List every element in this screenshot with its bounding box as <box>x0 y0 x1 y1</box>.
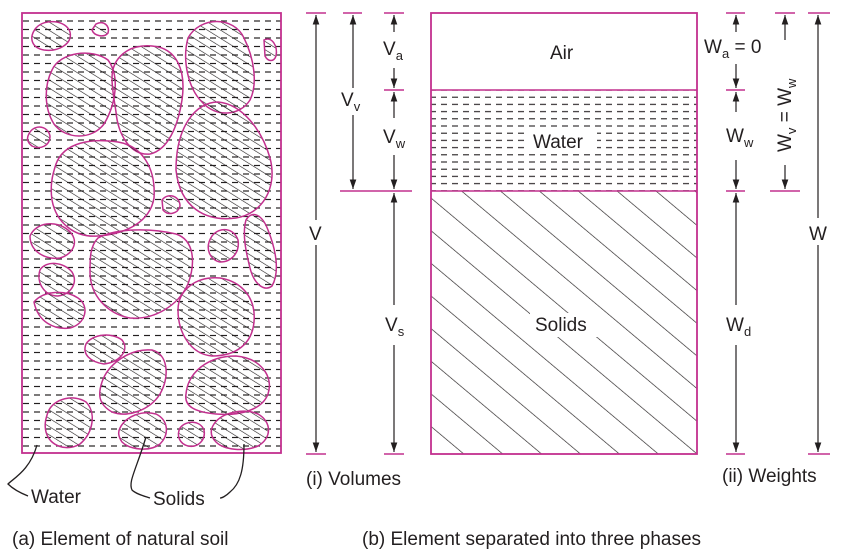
solids-pointer-line-2 <box>219 443 245 499</box>
weight-labels: Wa = 0 Ww Wd Wv = Ww W (ii) Weights <box>704 37 827 487</box>
vs-label: Vs <box>385 315 405 339</box>
soil-element-border <box>21 12 282 454</box>
soil-grain <box>98 349 167 415</box>
soil-grain <box>91 21 110 37</box>
phase-block-border <box>430 12 698 455</box>
soil-grain <box>89 229 194 319</box>
soil-grain <box>263 38 278 62</box>
soil-grain <box>111 45 184 155</box>
soil-grain <box>175 101 273 220</box>
wd-label: Wd <box>726 315 751 339</box>
soil-grain <box>207 228 240 263</box>
water-phase-label: Water <box>533 132 584 153</box>
water-label: Water <box>31 487 82 508</box>
solids-phase-label: Solids <box>535 315 587 336</box>
soil-grain <box>38 262 76 297</box>
soil-grain <box>177 277 255 357</box>
vv-label: Vv <box>341 90 361 114</box>
three-phase-element: Air Water Solids <box>430 12 698 455</box>
soil-grain <box>185 355 271 416</box>
volume-dimensions <box>306 12 412 455</box>
volume-labels: V Vv Va Vw Vs (i) Volumes <box>306 39 406 490</box>
soil-grain <box>161 195 181 215</box>
weights-caption: (ii) Weights <box>722 466 817 487</box>
wv-label: Wv = Ww <box>775 78 799 152</box>
ww-label: Ww <box>726 126 754 150</box>
soil-grain <box>26 126 51 149</box>
soil-grain <box>45 52 116 137</box>
soil-grain <box>84 334 126 365</box>
vw-label: Vw <box>383 127 406 151</box>
va-label: Va <box>383 39 404 63</box>
soil-grain <box>44 397 93 449</box>
soil-grain <box>177 421 206 448</box>
air-phase <box>431 13 697 90</box>
volumes-caption: (i) Volumes <box>306 469 401 490</box>
soil-grain <box>184 20 255 114</box>
air-phase-label: Air <box>550 43 574 64</box>
soil-grain <box>243 213 278 289</box>
v-total-label: V <box>309 224 322 245</box>
natural-soil-element: Water Solids (a) Element of natural soil <box>7 12 282 550</box>
weight-dimensions <box>726 12 830 455</box>
soil-grain <box>50 139 155 237</box>
soil-grains <box>26 20 278 451</box>
soil-grain <box>210 410 270 451</box>
solids-pointer-line <box>130 436 151 499</box>
soil-grain <box>31 20 72 52</box>
wa-label: Wa = 0 <box>704 37 761 61</box>
soil-grain <box>117 412 168 450</box>
soil-grain <box>29 223 76 260</box>
solids-label: Solids <box>153 489 205 510</box>
panel-a-caption: (a) Element of natural soil <box>12 529 229 550</box>
panel-b-caption: (b) Element separated into three phases <box>362 529 701 550</box>
water-pointer-line <box>7 444 38 497</box>
soil-grain <box>33 291 86 330</box>
w-total-label: W <box>809 224 827 245</box>
